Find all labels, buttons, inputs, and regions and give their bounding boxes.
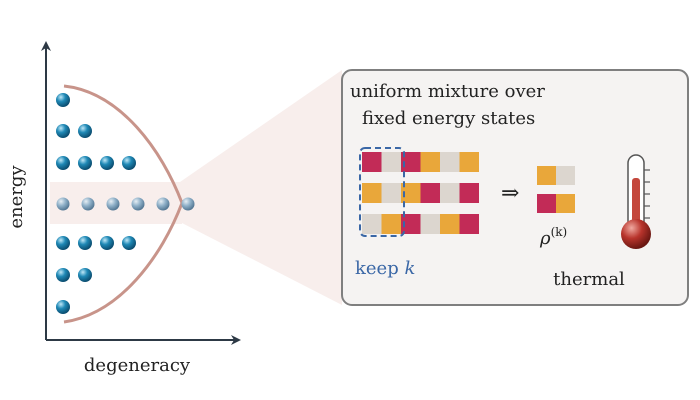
energy-ball xyxy=(181,197,195,211)
state-cell-magenta xyxy=(362,152,382,172)
state-cell-magenta xyxy=(459,183,479,203)
state-cell-orange xyxy=(381,214,401,234)
state-cell-gray xyxy=(440,183,460,203)
keep-var: k xyxy=(404,258,415,279)
state-cell-orange xyxy=(440,214,460,234)
state-cell-magenta xyxy=(401,214,421,234)
energy-ball xyxy=(122,156,136,170)
rho-symbol: ρ xyxy=(539,228,551,249)
energy-level-balls xyxy=(56,93,195,314)
energy-ball xyxy=(56,93,70,107)
energy-ball xyxy=(78,156,92,170)
energy-ball xyxy=(56,236,70,250)
energy-ball xyxy=(100,236,114,250)
zoom-funnel xyxy=(180,70,342,305)
rho-superscript: (k) xyxy=(551,225,568,239)
energy-ball xyxy=(56,300,70,314)
mixture-panel xyxy=(341,69,689,306)
state-grid xyxy=(362,152,479,234)
keep-k-label: keep k xyxy=(355,258,415,279)
energy-ball xyxy=(78,124,92,138)
energy-ball xyxy=(56,197,70,211)
keep-selection-box xyxy=(359,147,405,237)
axes xyxy=(41,41,241,345)
rho-k-label: ρ(k) xyxy=(539,225,567,249)
energy-ball xyxy=(56,268,70,282)
thermal-label: thermal xyxy=(553,269,625,290)
energy-ball xyxy=(56,124,70,138)
state-cell-gray xyxy=(420,214,440,234)
reduced-state-grid xyxy=(537,166,575,213)
state-cell-orange xyxy=(556,194,575,213)
energy-ball xyxy=(106,197,120,211)
energy-ball xyxy=(156,197,170,211)
state-cell-magenta xyxy=(459,214,479,234)
state-cell-gray xyxy=(381,152,401,172)
panel-title-line1: uniform mixture over xyxy=(350,81,545,102)
energy-ball xyxy=(56,156,70,170)
state-cell-magenta xyxy=(420,183,440,203)
energy-ball xyxy=(78,268,92,282)
state-cell-gray xyxy=(556,166,575,185)
state-cell-orange xyxy=(459,152,479,172)
state-cell-magenta xyxy=(537,194,556,213)
state-cell-gray xyxy=(440,152,460,172)
x-axis-label: degeneracy xyxy=(84,355,191,376)
state-cell-orange xyxy=(401,183,421,203)
energy-ball xyxy=(78,236,92,250)
state-cell-orange xyxy=(537,166,556,185)
energy-ball xyxy=(131,197,145,211)
energy-ball xyxy=(81,197,95,211)
state-cell-gray xyxy=(381,183,401,203)
state-cell-magenta xyxy=(401,152,421,172)
state-cell-gray xyxy=(362,214,382,234)
implies-arrow-icon: ⇒ xyxy=(501,181,519,206)
energy-ball xyxy=(100,156,114,170)
state-cell-orange xyxy=(362,183,382,203)
keep-text: keep xyxy=(355,258,404,279)
panel-title-line2: fixed energy states xyxy=(362,108,535,129)
state-cell-orange xyxy=(420,152,440,172)
thermometer-icon xyxy=(621,154,651,249)
y-axis-label: energy xyxy=(6,165,27,229)
energy-ball xyxy=(122,236,136,250)
